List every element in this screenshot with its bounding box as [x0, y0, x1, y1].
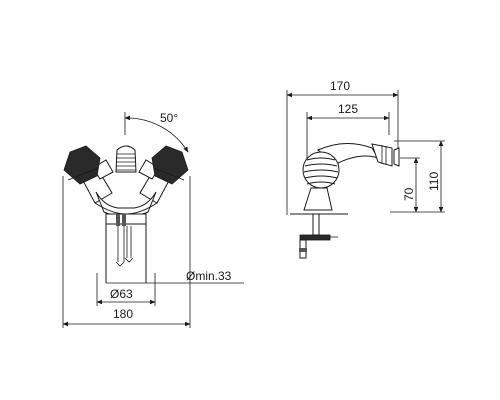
dimension-min-diameter: Ømin.33 — [106, 269, 244, 284]
min-diameter-label: Ømin.33 — [186, 269, 232, 283]
angle-dimension: 50° — [124, 111, 189, 153]
central-aerator — [115, 145, 137, 173]
left-handle — [63, 145, 114, 204]
side-view: 170 125 — [286, 79, 445, 259]
overall-width-label: 180 — [113, 307, 133, 321]
front-view: 50° — [62, 111, 244, 328]
dimension-spout-reach: 125 — [306, 102, 390, 160]
right-handle — [138, 145, 189, 204]
total-height-label: 110 — [427, 172, 441, 191]
outlet-height-label: 70 — [402, 187, 416, 201]
base-diameter-label: Ø63 — [110, 287, 133, 301]
dimension-overall-width: 180 — [62, 176, 191, 328]
faucet-side-profile — [290, 143, 400, 259]
angle-label: 50° — [160, 111, 178, 125]
dimension-total-height: 110 — [394, 140, 445, 213]
spout-reach-label: 125 — [338, 102, 358, 116]
total-length-label: 170 — [330, 79, 350, 93]
dimension-total-length: 170 — [286, 79, 399, 215]
mounting-shank — [105, 213, 147, 283]
dimension-outlet-height: 70 — [390, 157, 420, 213]
dimension-base-diameter: Ø63 — [96, 273, 156, 306]
